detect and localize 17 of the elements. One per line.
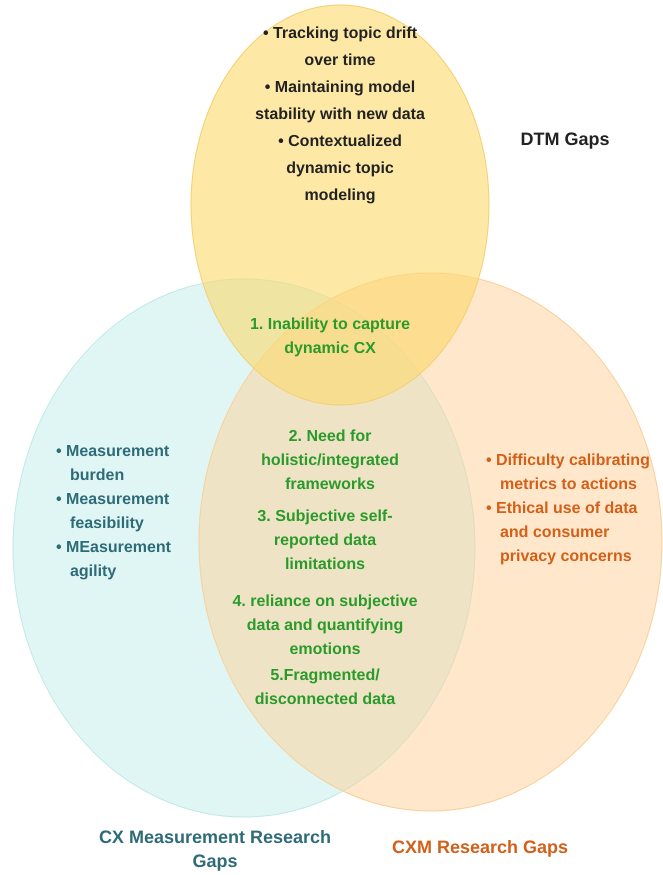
intersection-text: 1. Inability to capture dynamic CX	[248, 315, 412, 359]
intersection-text: 5.Fragmented/ disconnected data	[254, 666, 396, 710]
bullet-item: • Maintaining model stability with new data	[255, 78, 425, 125]
bullet-item: • Measurement burden	[56, 442, 170, 486]
intersection-text: 3. Subjective self-reported data limitations	[256, 507, 394, 575]
set-title: CX Measurement Research Gaps	[98, 826, 332, 873]
bullet-item: • Ethical use of data and consumer privacy concerns	[486, 499, 638, 567]
set-title: CXM Research Gaps	[390, 836, 570, 859]
bullet-item: • Contextualized dynamic topic modeling	[277, 132, 403, 206]
set-title: DTM Gaps	[519, 128, 610, 151]
intersection-text: 4. reliance on subjective data and quantifying emotions	[232, 592, 418, 660]
bullet-item: • Difficulty calibrating metrics to actions	[486, 451, 651, 495]
venn-circle	[190, 4, 490, 406]
bullet-item: • Tracking topic drift over time	[262, 24, 418, 71]
bullet-item: • MEasurement agility	[56, 538, 172, 582]
bullet-item: • Measurement feasibility	[56, 490, 170, 534]
intersection-text: 2. Need for holistic/integrated frameworks	[260, 427, 400, 495]
